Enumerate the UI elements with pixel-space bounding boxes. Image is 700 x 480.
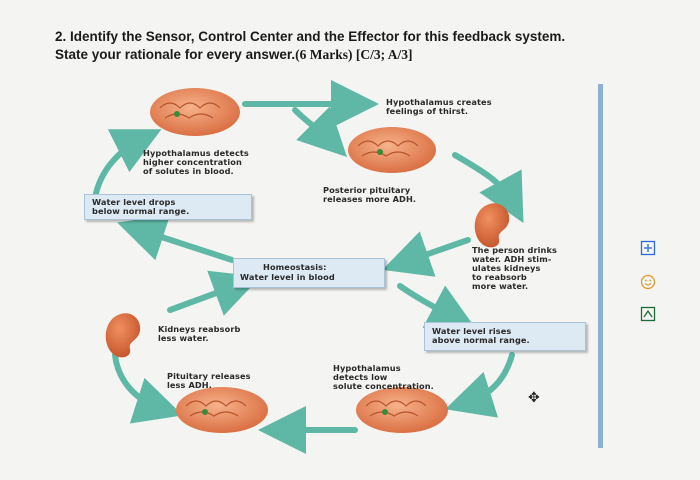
homeostasis-box: [233, 258, 385, 288]
question-marks: (6 Marks) [C/3; A/3]: [295, 47, 413, 62]
question-text: 2. Identify the Sensor, Control Center a…: [55, 28, 565, 64]
arrow-top-up-left: [92, 129, 162, 201]
feedback-icon[interactable]: [640, 306, 656, 322]
arrow-left-down: [112, 352, 183, 424]
arrow-brain2-down: [452, 152, 524, 224]
label-water-level-drops: Water level drops below normal range.: [92, 197, 190, 216]
kidney-left-icon: [105, 313, 141, 358]
label-posterior-pituitary: Posterior pituitary releases more ADH.: [323, 185, 417, 204]
arrow-rises-down: [445, 352, 515, 418]
water-drops-box: [84, 194, 252, 220]
water-rises-box: [424, 322, 586, 351]
add-comment-icon[interactable]: [640, 240, 656, 256]
brain-top-right-icon: [348, 127, 436, 173]
label-water-level-rises: Water level rises above normal range.: [432, 326, 530, 345]
question-line-2: State your rationale for every answer.(6…: [55, 46, 565, 64]
label-homeostasis-sub: Water level in blood: [240, 272, 335, 282]
label-hypothalamus-detects-low: Hypothalamus detects low solute concentr…: [333, 363, 434, 391]
cycle-arrows: [92, 80, 524, 454]
label-pituitary-releases: Pituitary releases less ADH.: [167, 371, 251, 390]
question-instruction: State your rationale for every answer.: [55, 47, 296, 62]
brain-bottom-left-icon: [176, 387, 268, 433]
arrow-center-to-rises: [397, 283, 477, 330]
arrow-center-to-drops: [117, 214, 235, 263]
label-homeostasis-title: Homeostasis:: [263, 262, 327, 272]
arrow-drink-to-center: [382, 231, 471, 277]
label-kidneys-reabsorb: Kidneys reabsorb less water.: [158, 324, 241, 343]
label-hypothalamus-creates: Hypothalamus creates feelings of thirst.: [386, 97, 492, 116]
kidney-right-icon: [474, 203, 510, 248]
question-line-1: 2. Identify the Sensor, Control Center a…: [55, 29, 566, 44]
accent-bar: [598, 84, 603, 448]
label-hypothalamus-detects-higher: Hypothalamus detects higher concentratio…: [143, 148, 249, 176]
brain-bottom-right-icon: [356, 387, 448, 433]
label-person-drinks: The person drinks water. ADH stim- ulate…: [472, 245, 557, 291]
brain-top-left-icon: [150, 88, 240, 136]
arrow-top-diag: [292, 106, 347, 157]
arrow-kidney-to-center: [167, 270, 261, 316]
emoji-icon[interactable]: [640, 274, 656, 290]
move-cursor-icon: ✥: [528, 390, 540, 406]
